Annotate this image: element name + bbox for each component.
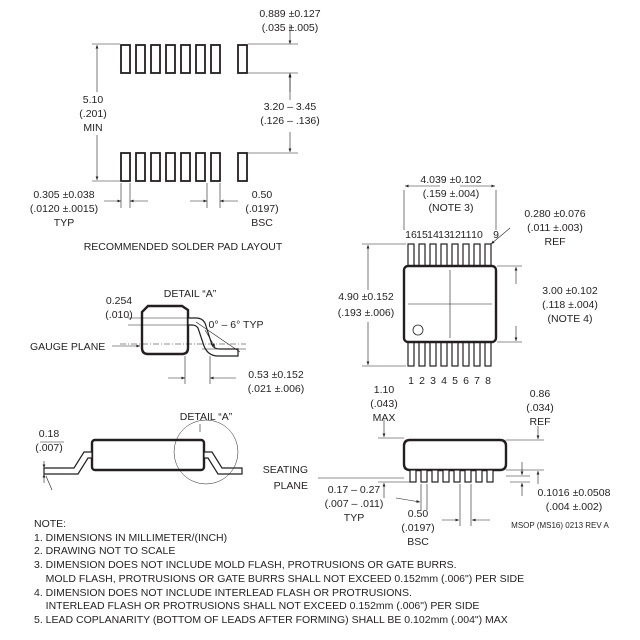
end-lead-width-in: (.007 – .011) — [325, 498, 384, 510]
pad-pitch-mm: 0.889 ±0.127 — [259, 8, 320, 20]
lead-th-in: (.007) — [35, 442, 62, 454]
lead-thickness-mm: 0.254 — [106, 295, 132, 307]
span-note: MIN — [83, 122, 102, 134]
height-mm: 1.10 — [374, 384, 395, 396]
pad-length-in: (.126 – .136) — [260, 115, 320, 127]
lead-width-mm: 0.280 ±0.076 — [524, 208, 585, 220]
foot-length-mm: 0.53 ±0.152 — [248, 369, 304, 381]
pin-16: 16 — [405, 229, 417, 241]
body-width-in: (.118 ±.004) — [542, 299, 598, 311]
lead-thickness-in: (.010) — [105, 309, 132, 321]
pin-12: 12 — [449, 229, 461, 241]
pad-length-mm: 3.20 – 3.45 — [264, 101, 317, 113]
detail-a-label: DETAIL “A” — [164, 288, 217, 300]
lead-width-in: (.011 ±.003) — [527, 222, 583, 234]
note-item: 3. DIMENSION DOES NOT INCLUDE MOLD FLASH… — [34, 559, 457, 572]
solder-pad-layout: 0.889 ±0.127 (.035 ±.005) 5.10 (.201) MI… — [30, 8, 321, 253]
standoff-in: (.004 ±.002) — [546, 501, 603, 513]
gauge-plane-label: GAUGE PLANE — [30, 341, 105, 353]
pin-7: 7 — [474, 375, 480, 387]
pin-13: 13 — [438, 229, 450, 241]
note-item: 1. DIMENSIONS IN MILLIMETER/(INCH) — [34, 531, 228, 544]
package-width-mm: 4.039 ±0.102 — [420, 174, 481, 186]
pad-width-note: TYP — [54, 217, 74, 229]
note-item: 4. DIMENSION DOES NOT INCLUDE INTERLEAD … — [34, 586, 412, 599]
height-note: MAX — [373, 412, 396, 424]
detail-a-reference: DETAIL “A” — [180, 411, 233, 423]
body-height-note: REF — [530, 416, 551, 428]
notes-list: NOTE: 1. DIMENSIONS IN MILLIMETER/(INCH)… — [34, 518, 524, 628]
pin-5: 5 — [452, 375, 458, 387]
end-lead-width-note: TYP — [344, 512, 364, 524]
pad-width-in: (.0120 ±.0015) — [30, 203, 98, 215]
top-view: 16 15 14 13 12 11 10 9 1 2 3 4 5 6 7 8 4… — [338, 174, 598, 387]
body-width-mm: 3.00 ±0.102 — [542, 285, 598, 297]
note-item: 2. DRAWING NOT TO SCALE — [34, 545, 176, 558]
end-pitch-note: BSC — [407, 536, 429, 548]
pin-1: 1 — [408, 375, 414, 387]
pad-bsc-pitch-note: BSC — [251, 217, 273, 229]
pin-3: 3 — [430, 375, 436, 387]
standoff-mm: 0.1016 ±0.0508 — [538, 487, 611, 499]
lead-th-mm: 0.18 — [39, 428, 60, 440]
body-height-mm: 0.86 — [530, 388, 551, 400]
pad-pitch-in: (.035 ±.005) — [262, 22, 319, 34]
pin-9: 9 — [493, 229, 499, 241]
notes-title: NOTE: — [34, 518, 67, 530]
pin-6: 6 — [463, 375, 469, 387]
lead-width-note: REF — [545, 236, 566, 248]
foot-length-in: (.021 ±.006) — [248, 383, 305, 395]
pad-bsc-pitch-in: (.0197) — [245, 203, 278, 215]
pin-8: 8 — [485, 375, 491, 387]
end-lead-width-mm: 0.17 – 0.27 — [328, 484, 381, 496]
solder-pad-caption: RECOMMENDED SOLDER PAD LAYOUT — [84, 241, 283, 253]
pin1-marker — [412, 324, 424, 336]
top-lead-row — [407, 243, 492, 269]
body-height-in: (.034) — [526, 402, 553, 414]
pin-4: 4 — [441, 375, 447, 387]
span-in: (.201) — [79, 108, 106, 120]
seating-plane-label-1: SEATING — [263, 464, 308, 476]
drawing-code: MSOP (MS16) 0213 REV A — [511, 521, 609, 530]
span-mm: 5.10 — [83, 94, 104, 106]
pin-15: 15 — [416, 229, 428, 241]
pad-bsc-pitch-mm: 0.50 — [252, 189, 273, 201]
pad-width-mm: 0.305 ±0.038 — [33, 189, 94, 201]
end-view-leads — [409, 469, 494, 483]
bottom-pad-row — [120, 152, 248, 182]
package-length-in: (.193 ±.006) — [338, 307, 395, 319]
body-width-note: (NOTE 4) — [548, 313, 593, 325]
end-view: 1.10 (.043) MAX 0.86 (.034) REF SEATING … — [263, 384, 611, 548]
end-pitch-in: (.0197) — [401, 522, 434, 534]
pin-11: 11 — [461, 229, 472, 241]
note-item: MOLD FLASH, PROTRUSIONS OR GATE BURRS SH… — [34, 572, 525, 585]
pin-2: 2 — [419, 375, 425, 387]
note-item: 5. LEAD COPLANARITY (BOTTOM OF LEADS AFT… — [34, 613, 508, 626]
pin-10: 10 — [471, 229, 483, 241]
seating-plane-label-2: PLANE — [274, 480, 308, 492]
package-width-note: (NOTE 3) — [429, 202, 474, 214]
package-length-mm: 4.90 ±0.152 — [338, 291, 394, 303]
note-item: INTERLEAD FLASH OR PROTRUSIONS SHALL NOT… — [34, 600, 480, 613]
detail-a-view: DETAIL “A” 0° – 6° TYP 0.254 (.010) GAUG… — [30, 288, 304, 395]
height-in: (.043) — [370, 398, 397, 410]
lead-angle: 0° – 6° TYP — [209, 319, 264, 331]
side-view: DETAIL “A” 0.18 (.007) — [35, 411, 243, 491]
pin-14: 14 — [427, 229, 439, 241]
bottom-lead-row — [407, 339, 492, 367]
end-pitch-mm: 0.50 — [408, 508, 429, 520]
package-width-in: (.159 ±.004) — [423, 188, 480, 200]
top-pad-row — [120, 44, 248, 74]
